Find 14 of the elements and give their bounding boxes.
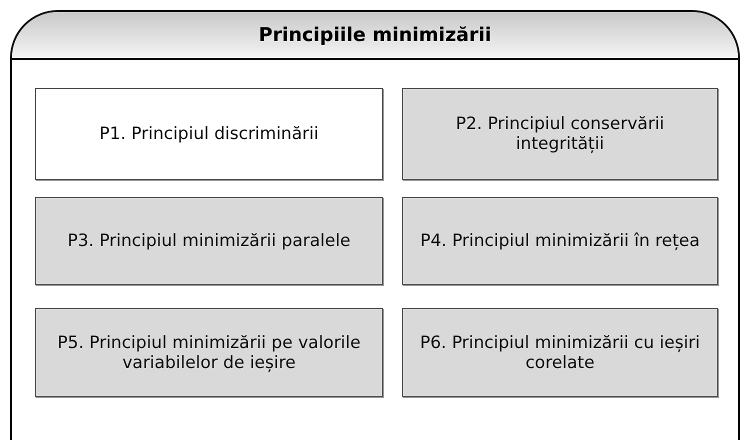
principle-box bbox=[402, 197, 718, 285]
principle-label: P4. Principiul minimizării în rețea bbox=[420, 231, 700, 251]
principle-label: P6. Principiul minimizării cu ieșiri corelate bbox=[418, 332, 702, 372]
principle-box bbox=[35, 197, 383, 285]
principle-box bbox=[35, 88, 383, 180]
group-panel bbox=[10, 10, 740, 440]
principle-label: P3. Principiul minimizării paralele bbox=[67, 231, 351, 251]
panel-title: Principiile minimizării bbox=[258, 24, 492, 46]
principle-box bbox=[402, 88, 718, 180]
principle-box bbox=[35, 308, 383, 397]
principle-label: P2. Principiul conservării integrității bbox=[454, 114, 666, 154]
principle-label: P5. Principiul minimizării pe valorile variabilelor de ieșire bbox=[56, 332, 362, 372]
principle-label: P1. Principiul discriminării bbox=[99, 124, 319, 144]
principle-box bbox=[402, 308, 718, 397]
